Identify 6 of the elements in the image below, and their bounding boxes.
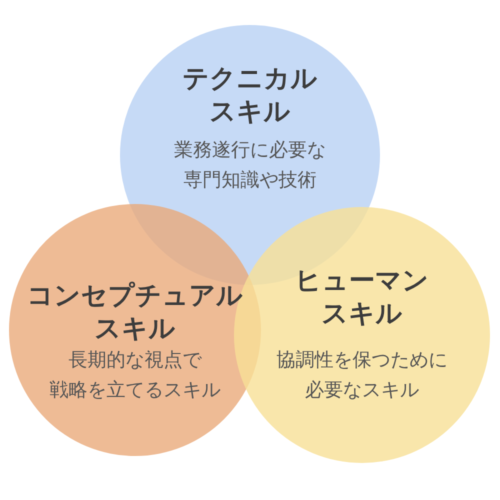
skill-description: 協調性を保つために必要なスキル: [276, 348, 448, 403]
skill-title: コンセプチュアルスキル: [27, 280, 243, 346]
skill-title: ヒューマンスキル: [295, 265, 429, 331]
skill-description: 長期的な視点で戦略を立てるスキル: [50, 348, 220, 403]
skill-title: テクニカルスキル: [182, 63, 318, 129]
skill-description: 業務遂行に必要な専門知識や技術: [174, 138, 326, 193]
